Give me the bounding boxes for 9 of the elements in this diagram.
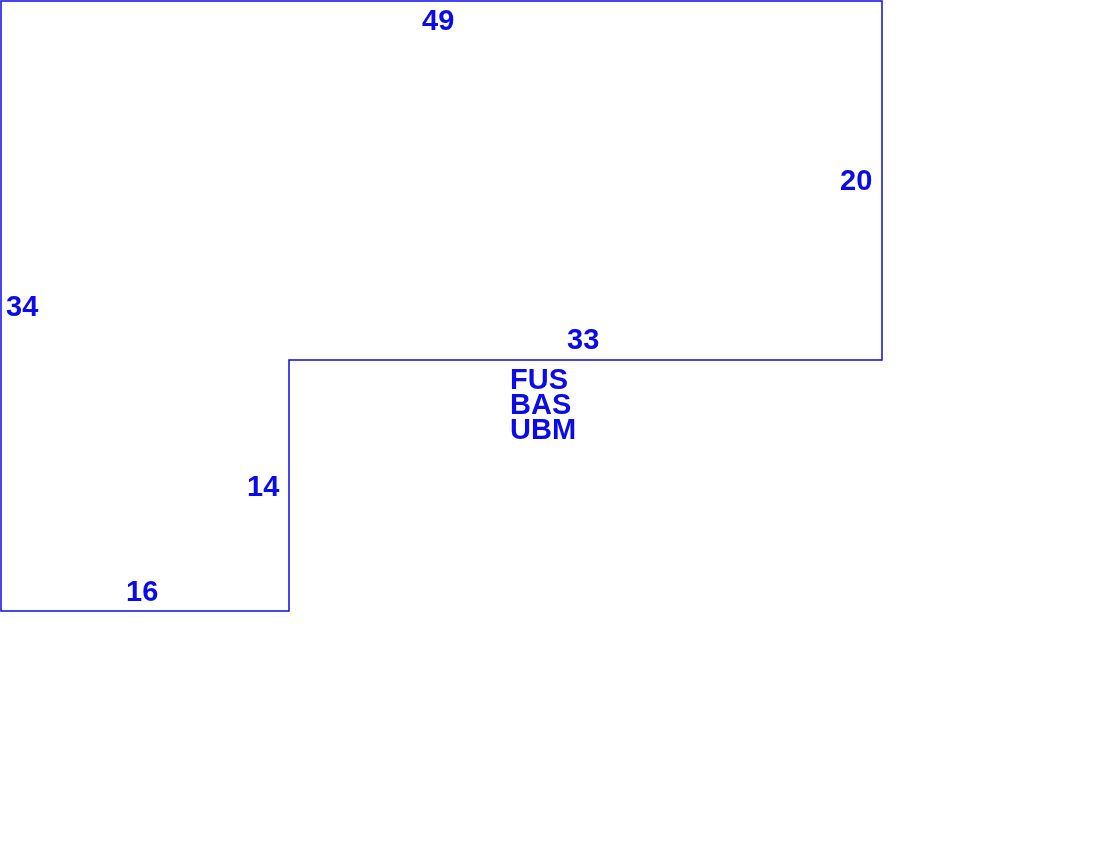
room-code-label: UBM	[510, 416, 577, 442]
dimension-label: 20	[840, 167, 873, 193]
dimension-label: 49	[422, 7, 455, 33]
room-code-label: BAS	[510, 391, 572, 417]
room-code-label: FUS	[510, 366, 568, 392]
dimension-label: 34	[6, 293, 39, 319]
dimension-label: 33	[567, 326, 600, 352]
dimension-label: 14	[247, 473, 280, 499]
dimension-label: 16	[126, 578, 159, 604]
